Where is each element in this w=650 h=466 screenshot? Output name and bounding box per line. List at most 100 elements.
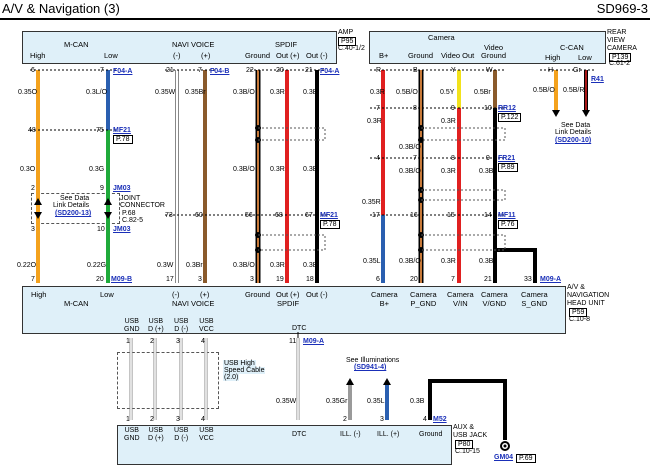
usb-cable-l1: USB High	[223, 360, 256, 367]
pin-number: 68	[275, 212, 283, 219]
ground-point-center	[503, 444, 507, 448]
amp-label: AMP	[338, 29, 354, 36]
amp-box	[22, 31, 337, 64]
pin-number: 17	[166, 276, 174, 283]
wire-label: 0.3R	[367, 118, 382, 125]
wire-label: 0.3B	[303, 262, 318, 269]
connector-ref-mf21-2: P.78	[320, 220, 340, 229]
see-data-2-link[interactable]: (SD200-10)	[555, 137, 592, 144]
navivoice-plus: (+)	[201, 51, 211, 60]
aux-usb-dm: USB D (-)	[174, 427, 189, 442]
connector-link-f04b[interactable]: F04-B	[210, 68, 230, 75]
rear-camera-ref1: P139	[609, 53, 632, 62]
wire-label: 0.3B/O	[233, 89, 255, 96]
connector-link-m09a[interactable]: M09-A	[540, 276, 562, 283]
pin-number: 8	[413, 105, 417, 112]
hu-label2: NAVIGATION	[567, 292, 610, 299]
joint-connector-box	[31, 193, 120, 224]
wire-label: 0.5B/O	[396, 89, 418, 96]
see-data-2-l2: Link Details	[555, 129, 592, 136]
hu-camera-sgnd: Camera S_GND	[521, 290, 548, 308]
wire-label: 0.35L	[367, 398, 385, 405]
pin-number: Gr	[573, 67, 581, 74]
pin-number: 16	[410, 212, 418, 219]
connector-link-f04a[interactable]: F04-A	[113, 68, 133, 75]
connector-link-jm03[interactable]: JM03	[113, 185, 131, 192]
wire-label: 0.5B/R	[563, 87, 585, 94]
connector-link-mf21-2[interactable]: MF21	[320, 212, 338, 219]
pin-number: 4	[201, 338, 205, 345]
wire-label: 0.3L/O	[86, 89, 108, 96]
connector-link-m09b[interactable]: M09-B	[111, 276, 133, 283]
wire-label: 0.3B	[479, 168, 494, 175]
wire-label: 0.35R	[362, 199, 381, 206]
connector-link-jm03-2[interactable]: JM03	[113, 226, 131, 233]
ccan-low: Low	[578, 53, 592, 62]
aux-ill-plus: ILL. (+)	[377, 431, 400, 438]
spdif-shield-bottom	[258, 234, 326, 251]
pin-number: 10	[97, 226, 105, 233]
connector-link-mf11[interactable]: MF11	[498, 212, 516, 219]
aux-usb-gnd: USB GND	[124, 427, 140, 442]
pin-number: 15	[447, 212, 455, 219]
connector-ticks	[30, 69, 595, 216]
wire-label: 0.5B/O	[533, 87, 555, 94]
wire-label: 0.3G	[89, 166, 105, 173]
connector-link-r41[interactable]: R41	[591, 76, 604, 83]
hu-dtc: DTC	[292, 325, 307, 332]
wire-label: 0.3R	[270, 166, 285, 173]
hu-usb-vcc: USB VCC	[199, 318, 214, 333]
camera-bplus: B+	[379, 51, 389, 60]
pin-number: 2	[343, 416, 347, 423]
hu-spdif-outp: Out (+)	[276, 290, 300, 299]
connector-link-mf21[interactable]: MF21	[113, 127, 131, 134]
aux-label2: USB JACK	[453, 432, 488, 439]
connector-link-m09a-dtc[interactable]: M09-A	[303, 338, 325, 345]
pin-number: 7	[100, 67, 104, 74]
diagram-code: SD969-3	[596, 1, 648, 16]
see-data-arrow-down-icon	[34, 212, 42, 219]
rear-camera-ref2: C.61-2	[609, 60, 631, 67]
camera-shield-2	[421, 189, 506, 201]
see-data-1-l1: See Data	[60, 195, 90, 202]
camera-shield-1	[421, 127, 506, 141]
wire-label: 0.3W	[157, 262, 174, 269]
hu-navivoice-plus: (+)	[200, 290, 210, 299]
wire-label: 0.3B	[479, 258, 494, 265]
connector-link-fr21[interactable]: FR21	[498, 155, 516, 162]
see-data-2-l1: See Data	[561, 122, 591, 129]
pin-number: 2	[150, 416, 154, 423]
wire-camera-sgnd	[495, 248, 537, 283]
see-illum-link[interactable]: (SD941-4)	[354, 364, 387, 371]
connector-link-rr12[interactable]: RR12	[498, 105, 516, 112]
pin-number: 1	[126, 416, 130, 423]
pin-number: 60	[195, 212, 203, 219]
amp-ref1: P95	[338, 37, 357, 46]
joint-connector-ref2: C.82-5	[122, 217, 144, 224]
see-illum-l1: See Illuminations	[346, 357, 400, 364]
mcan-low: Low	[104, 51, 118, 60]
wire-label: 0.3B/O	[233, 262, 255, 269]
pin-number: 56	[245, 212, 253, 219]
aux-ref1: P80	[455, 440, 474, 449]
camera-videoout: Video Out	[441, 51, 475, 60]
rear-camera-l2: VIEW	[607, 37, 625, 44]
head-unit-box	[22, 286, 566, 334]
pin-number: 2	[31, 185, 35, 192]
hu-mcan-title: M-CAN	[64, 299, 89, 308]
wire-label: 0.3R	[370, 89, 385, 96]
hu-ref1: P59	[569, 308, 588, 317]
pin-number: 19	[276, 276, 284, 283]
wire-label: 0.3R	[270, 262, 285, 269]
connector-link-f04a-2[interactable]: F04-A	[320, 68, 340, 75]
navivoice-title: NAVI VOICE	[172, 40, 215, 49]
aux-dtc: DTC	[292, 431, 307, 438]
see-data-1-link[interactable]: (SD200-13)	[55, 210, 92, 217]
pin-number: 10	[484, 105, 492, 112]
connector-link-m52[interactable]: M52	[433, 416, 447, 423]
pin-number: R	[376, 67, 382, 74]
connector-link-gm04[interactable]: GM04	[494, 454, 514, 461]
wire-label: 0.3R	[441, 118, 456, 125]
pin-number: 4	[423, 416, 427, 423]
joint-connector-ref1: P.68	[122, 210, 136, 217]
